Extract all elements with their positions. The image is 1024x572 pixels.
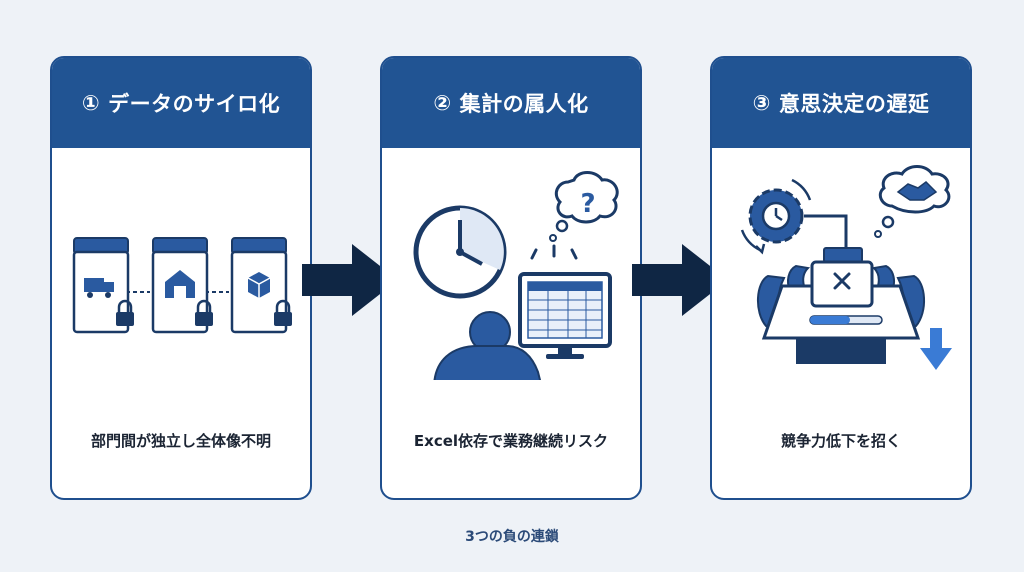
step-title-1: データのサイロ化: [108, 92, 281, 116]
step-number-1: ①: [81, 91, 101, 115]
gear-clock-icon: [740, 178, 812, 255]
box-folder-icon: [230, 237, 292, 334]
step-caption-1: 部門間が独立し全体像不明: [90, 432, 271, 450]
svg-text:?: ?: [580, 189, 595, 219]
step-card-1: ① データのサイロ化: [50, 56, 312, 500]
step-title-3: 意思決定の遅延: [778, 92, 930, 116]
meeting-table-decline-icon: [740, 165, 952, 370]
step-header-1: ① データのサイロ化: [52, 58, 310, 148]
arrow-right-icon-1: [302, 244, 398, 316]
step-title-2: 集計の属人化: [459, 92, 589, 116]
step-header-3: ③ 意思決定の遅延: [712, 58, 970, 148]
step-caption-3: 競争力低下を招く: [780, 432, 901, 450]
person-icon: [433, 311, 542, 380]
truck-folder-icon: [72, 237, 134, 334]
clock-icon: [413, 205, 507, 299]
warehouse-folder-icon: [151, 237, 213, 334]
handshake-thought-bubble-icon: [874, 165, 951, 238]
locked-department-folders-icon: [72, 237, 292, 334]
diagram-footer: 3つの負の連鎖: [465, 529, 559, 545]
meeting-table-icon: [761, 247, 921, 364]
clock-person-computer-question-icon: ?: [413, 171, 619, 380]
arrow-down-icon: [920, 328, 952, 370]
step-number-3: ③: [752, 91, 771, 115]
spreadsheet-monitor-icon: [518, 272, 612, 359]
arrow-right-icon-2: [632, 244, 728, 316]
question-thought-bubble-icon: ?: [549, 171, 619, 242]
step-caption-2: Excel依存で業務継続リスク: [413, 432, 609, 450]
step-card-2: ② 集計の属人化: [380, 56, 642, 500]
step-card-3: ③ 意思決定の遅延: [710, 56, 972, 500]
step-header-2: ② 集計の属人化: [382, 58, 640, 148]
step-number-2: ②: [433, 91, 452, 115]
